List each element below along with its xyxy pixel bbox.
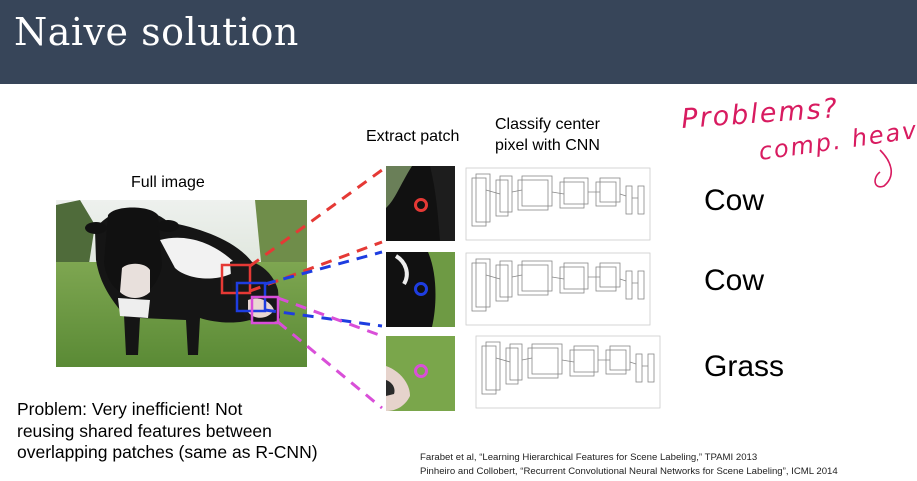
blue-connector-bottom: [264, 308, 383, 328]
problem-statement: Problem: Very inefficient! Not reusing s…: [17, 399, 318, 464]
extract-patch-label: Extract patch: [366, 128, 460, 145]
references: Farabet et al, “Learning Hierarchical Fe…: [420, 451, 838, 479]
class-label-2: Cow: [704, 264, 764, 297]
slide-title: Naive solution: [14, 10, 299, 54]
class-label-3: Grass: [704, 350, 784, 383]
classify-label-line1: Classify center: [495, 116, 600, 133]
class-label-1: Cow: [704, 184, 764, 217]
problem-line1: Problem: Very inefficient! Not: [17, 399, 243, 419]
reference-1: Farabet et al, “Learning Hierarchical Fe…: [420, 452, 758, 463]
patch-3: [386, 336, 455, 411]
problem-line2: reusing shared features between: [17, 420, 272, 441]
classify-label: Classify center pixel with CNN: [495, 114, 600, 156]
magenta-connector-bottom: [277, 320, 383, 410]
patch-2: [386, 252, 455, 327]
cnn-diagram-2: [465, 252, 651, 326]
blue-connector-top: [264, 250, 383, 286]
full-image-label: Full image: [131, 174, 205, 191]
reference-2: Pinheiro and Collobert, “Recurrent Convo…: [420, 466, 838, 477]
magenta-patch-box: [250, 295, 280, 325]
handwriting-line1: Problems?: [680, 93, 840, 135]
red-connector-top: [249, 168, 383, 268]
problem-line3: overlapping patches (same as R-CNN): [17, 442, 318, 462]
handwritten-annotation: Problems? comp. heavy: [680, 93, 917, 188]
full-image: [56, 200, 307, 367]
patch-1: [386, 166, 455, 241]
cnn-diagram-1: [465, 167, 651, 241]
classify-label-line2: pixel with CNN: [495, 137, 600, 154]
title-bar: Naive solution: [0, 0, 917, 84]
cnn-diagram-3: [475, 335, 661, 409]
